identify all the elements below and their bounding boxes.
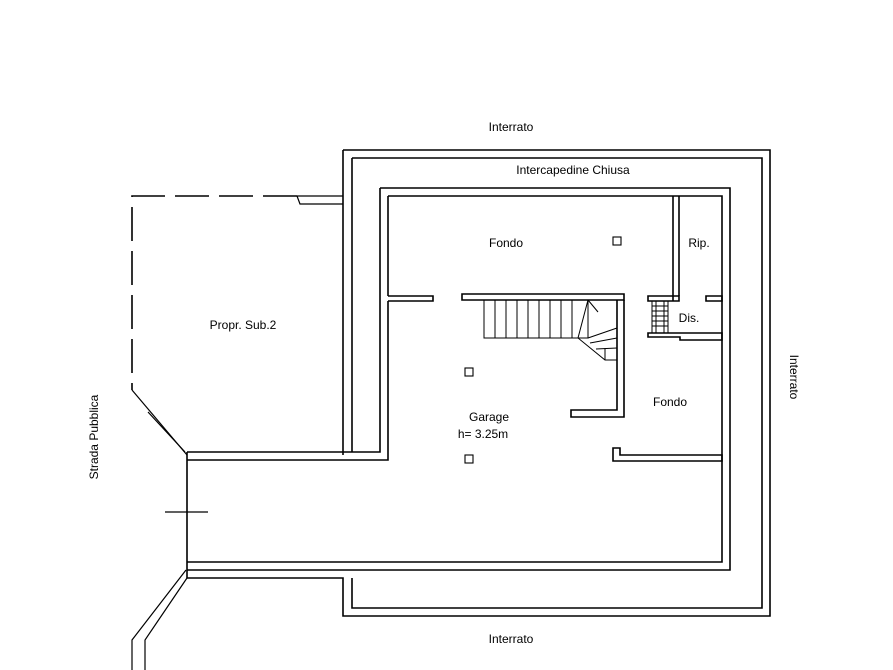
label-dis: Dis.	[679, 311, 700, 325]
pillars	[464, 236, 622, 464]
inner-walls	[187, 187, 731, 571]
outer-walls	[187, 149, 771, 617]
label-propr-sub2: Propr. Sub.2	[210, 318, 277, 332]
label-fondo-right: Fondo	[653, 395, 687, 409]
small-staircase	[651, 300, 669, 334]
label-intercapedine: Intercapedine Chiusa	[516, 163, 630, 177]
partitions	[461, 196, 723, 462]
pillar-garage-bottom	[464, 454, 474, 464]
labels: Interrato Intercapedine Chiusa Fondo Rip…	[87, 120, 801, 646]
pillar-garage-top	[464, 367, 474, 377]
neighbour-property	[131, 195, 343, 670]
label-garage-height: h= 3.25m	[458, 427, 508, 441]
label-garage: Garage	[469, 410, 509, 424]
label-interrato-bottom: Interrato	[489, 632, 534, 646]
main-staircase	[483, 299, 618, 361]
label-rip: Rip.	[688, 236, 709, 250]
label-interrato-top: Interrato	[489, 120, 534, 134]
label-fondo-top: Fondo	[489, 236, 523, 250]
label-interrato-right: Interrato	[787, 355, 801, 400]
pillar-fondo	[612, 236, 622, 246]
label-strada-pubblica: Strada Pubblica	[87, 394, 101, 479]
